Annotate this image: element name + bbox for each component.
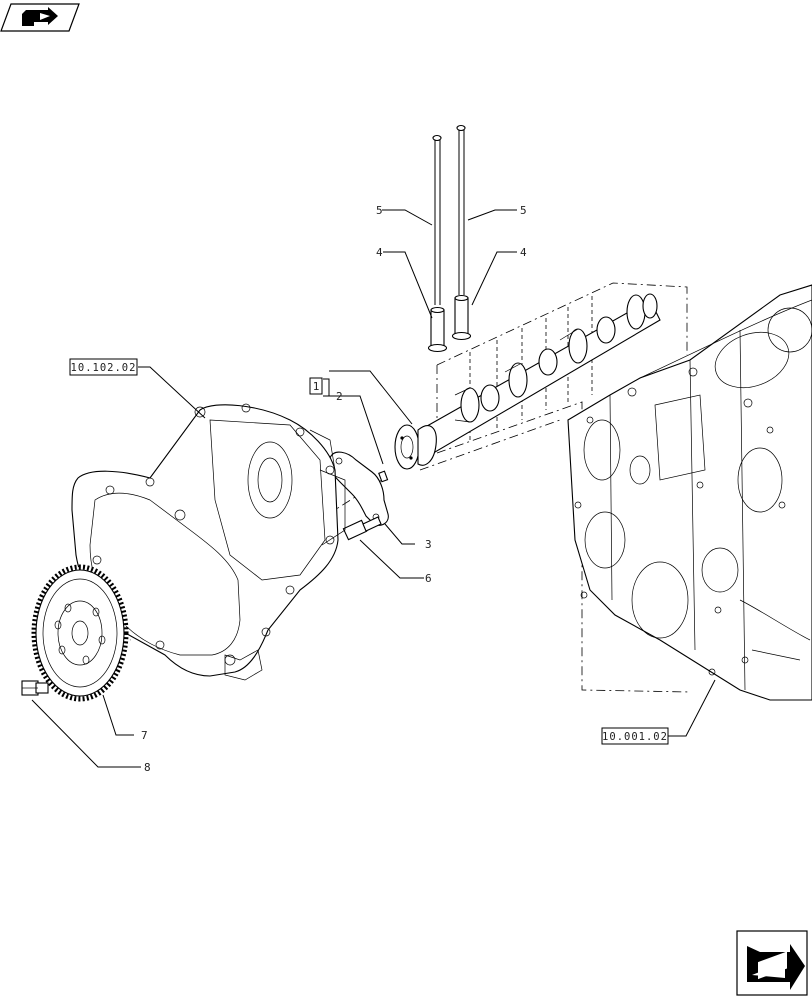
callout-4-right: 4 <box>520 246 527 259</box>
ref-box-engine-block[interactable]: 10.001.02 <box>601 727 669 745</box>
callout-6: 6 <box>425 572 432 585</box>
next-page-arrow-icon[interactable] <box>736 930 808 996</box>
tappet-right <box>451 294 472 341</box>
engine-block <box>567 284 812 701</box>
leader-lines <box>31 209 716 768</box>
ref-label-engine-block: 10.001.02 <box>602 731 668 743</box>
gear-bolt <box>21 680 49 696</box>
ref-box-timing-cover[interactable]: 10.102.02 <box>69 358 138 376</box>
push-rod-right <box>456 124 466 295</box>
tappet-left <box>427 306 448 353</box>
thrust-plate <box>328 451 389 526</box>
previous-page-arrow-icon[interactable] <box>0 3 80 32</box>
dowel-pin <box>378 470 389 483</box>
push-rod-left <box>432 134 442 305</box>
thrust-plate-bolt <box>342 516 382 541</box>
kit-label: 1 <box>313 380 320 393</box>
callout-4-left: 4 <box>376 246 383 259</box>
callout-8: 8 <box>144 761 151 774</box>
kit-box[interactable]: 1 <box>309 377 323 395</box>
camshaft <box>394 293 661 470</box>
callout-7: 7 <box>141 729 148 742</box>
callout-3: 3 <box>425 538 432 551</box>
callout-5-right: 5 <box>520 204 527 217</box>
camshaft-timing-gear <box>31 564 129 702</box>
callout-5-left: 5 <box>376 204 383 217</box>
callout-2: 2 <box>336 390 343 403</box>
ref-label-timing-cover: 10.102.02 <box>71 362 137 374</box>
